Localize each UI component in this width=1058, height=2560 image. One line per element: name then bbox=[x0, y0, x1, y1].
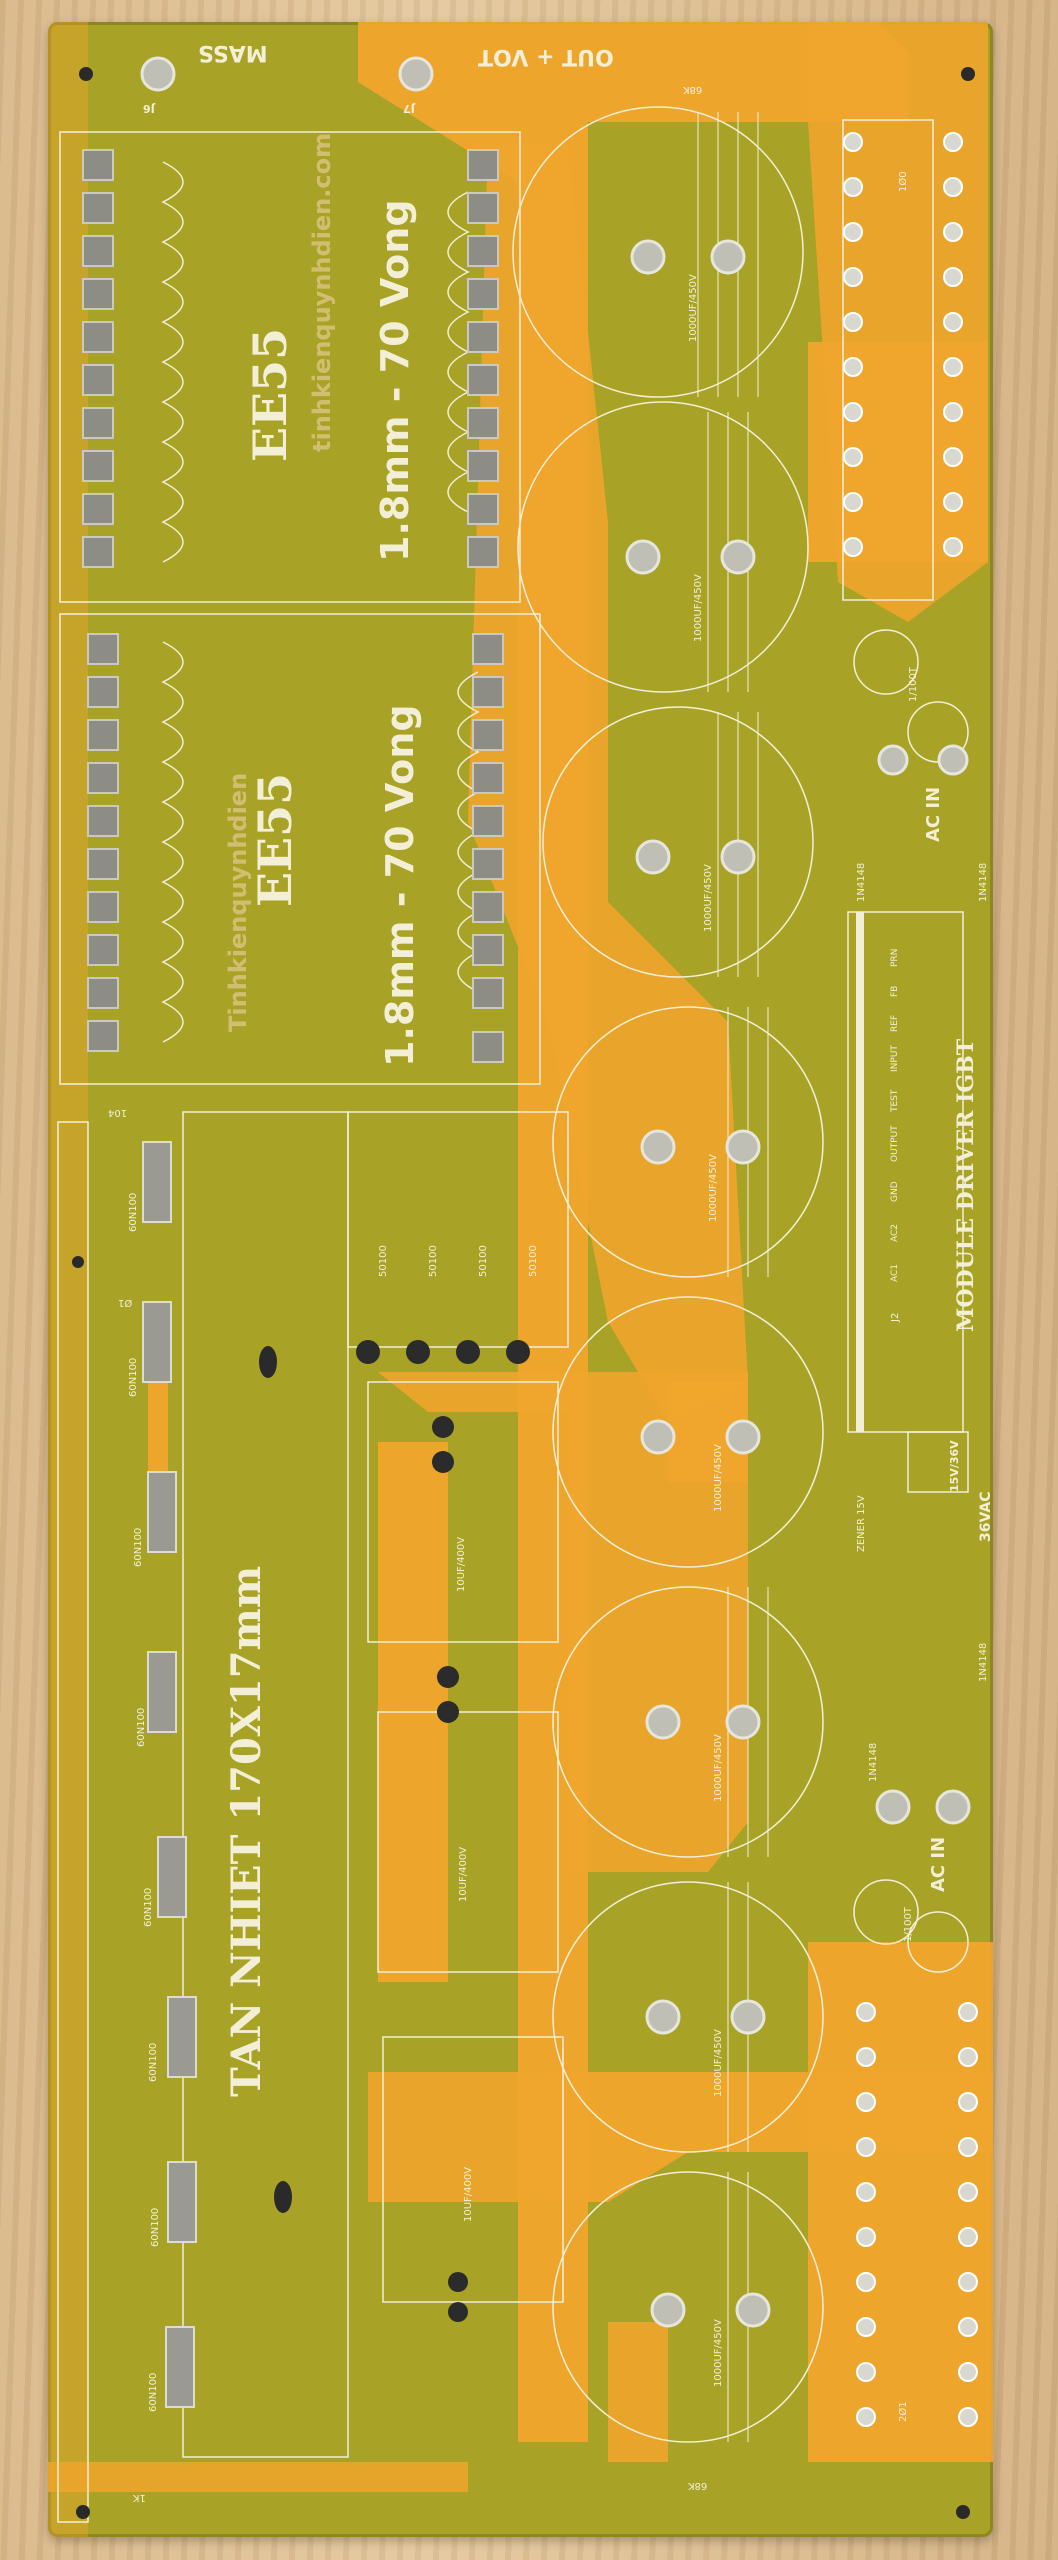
r-label-68k: 68K bbox=[683, 84, 703, 95]
copper-pours bbox=[48, 22, 993, 2537]
r-bottom-block-label: 2Ø1 bbox=[898, 2401, 909, 2422]
res-block-1: 50100 bbox=[378, 1245, 389, 1277]
zener-label: ZENER 15V bbox=[856, 1495, 867, 1552]
igbt-label-6: 60N100 bbox=[148, 2042, 159, 2082]
r-top-block-label: 1Ø0 bbox=[898, 171, 909, 192]
module-driver-label: MODULE DRIVER IGBT bbox=[953, 1038, 979, 1332]
header-pin-3: GND bbox=[890, 1181, 900, 1202]
igbt-label-5: 60N100 bbox=[143, 1887, 154, 1927]
edge-pads bbox=[843, 132, 978, 2427]
header-pin-6: INPUT bbox=[890, 1045, 900, 1072]
header-pin-7: REF bbox=[890, 1014, 900, 1032]
diode-label-1: 1N4148 bbox=[856, 862, 867, 902]
diode-label-3: 1N4148 bbox=[978, 1642, 989, 1682]
cap-label-2: 1000UF/450V bbox=[693, 574, 704, 642]
transformer-pads bbox=[82, 149, 504, 1063]
j7-label: J7 bbox=[403, 102, 415, 115]
pcb-artwork bbox=[48, 22, 993, 2537]
film-cap-label-2: 10UF/400V bbox=[458, 1846, 469, 1902]
header-pin-4: OUTPUT bbox=[890, 1125, 900, 1162]
igbt-label-4: 60N100 bbox=[136, 1707, 147, 1747]
transformer-1-core: EE55 bbox=[243, 327, 297, 462]
watermark-name: Tinhkienquynhdien bbox=[224, 772, 252, 1032]
cap-label-1: 1000UF/450V bbox=[688, 274, 699, 342]
igbt-label-2: 60N100 bbox=[128, 1357, 139, 1397]
cap-label-5: 1000UF/450V bbox=[713, 1444, 724, 1512]
res-block-3: 50100 bbox=[478, 1245, 489, 1277]
r-label-1-100t-b: 1/100T bbox=[903, 1907, 914, 1942]
res-block-4: 50100 bbox=[528, 1245, 539, 1277]
header-pin-8: FB bbox=[890, 985, 900, 997]
cap-label-6: 1000UF/450V bbox=[713, 1734, 724, 1802]
r-label-1-100t: 1/100T bbox=[908, 667, 919, 702]
film-cap-label-1: 10UF/400V bbox=[456, 1536, 467, 1592]
igbt-label-3: 60N100 bbox=[133, 1527, 144, 1567]
transformer-1-winding: 1.8mm - 70 Vong bbox=[373, 199, 417, 562]
header-pin-9: PRN bbox=[890, 948, 900, 967]
transformer-2-core: EE55 bbox=[248, 772, 302, 907]
film-cap-label-3: 10UF/400V bbox=[463, 2166, 474, 2222]
igbt-pads bbox=[142, 1141, 197, 2408]
cap-label-8: 1000UF/450V bbox=[713, 2319, 724, 2387]
igbt-label-8: 60N100 bbox=[148, 2372, 159, 2412]
r-label-01: Ø1 bbox=[118, 1297, 133, 1308]
res-block-2: 50100 bbox=[428, 1245, 439, 1277]
mass-label: MASS bbox=[198, 40, 268, 65]
mounting-holes bbox=[72, 67, 975, 2519]
ac-in-label-bottom: AC IN bbox=[928, 1836, 949, 1892]
vac-label: 36VAC bbox=[978, 1491, 993, 1542]
r-label-104: 104 bbox=[108, 1107, 128, 1118]
watermark-url: tinhkienquynhdien.com bbox=[308, 132, 336, 452]
out-vot-label: OUT + VOT bbox=[478, 44, 614, 69]
transformer-2-winding: 1.8mm - 70 Vong bbox=[378, 704, 422, 1067]
heatsink-label: TAN NHIET 170X17mm bbox=[223, 1565, 270, 2097]
cap-label-3: 1000UF/450V bbox=[703, 864, 714, 932]
module-header bbox=[856, 912, 864, 1432]
r-label-1k: 1K bbox=[133, 2492, 146, 2503]
header-pin-2: AC2 bbox=[890, 1223, 900, 1242]
header-pin-1: AC1 bbox=[890, 1263, 900, 1282]
header-pin-5: TEST bbox=[890, 1089, 900, 1112]
cap-label-7: 1000UF/450V bbox=[713, 2029, 724, 2097]
diode-label-2: 1N4148 bbox=[978, 862, 989, 902]
diode-label-4: 1N4148 bbox=[868, 1742, 879, 1782]
dark-pads bbox=[356, 1340, 530, 2322]
igbt-label-7: 60N100 bbox=[150, 2207, 161, 2247]
j6-label: J6 bbox=[143, 102, 155, 115]
igbt-label-1: 60N100 bbox=[128, 1192, 139, 1232]
ac-in-label-top: AC IN bbox=[923, 786, 944, 842]
pcb-board: MASS OUT + VOT J6 J7 EE55 1.8mm - 70 Von… bbox=[48, 22, 993, 2537]
supply-label: 15V/36V bbox=[948, 1440, 961, 1492]
silkscreen-outlines bbox=[57, 106, 969, 2523]
cap-label-4: 1000UF/450V bbox=[708, 1154, 719, 1222]
round-pads bbox=[140, 56, 971, 2328]
connector-j2: J2 bbox=[890, 1312, 901, 1322]
r-label-68k-bottom: 68K bbox=[688, 2480, 708, 2491]
